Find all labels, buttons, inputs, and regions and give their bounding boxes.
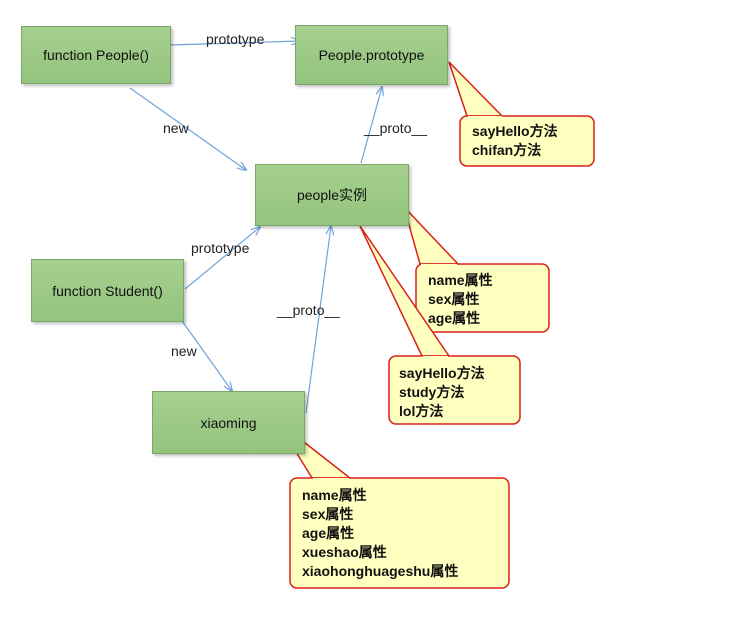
callout-instance-properties — [403, 206, 550, 333]
node-function-people: function People() — [21, 26, 171, 84]
arrow-xiaoming-proto — [305, 226, 331, 414]
callout-line: sex属性 — [428, 291, 480, 307]
arrow-people-prototype — [169, 41, 300, 46]
arrow-student-new — [179, 317, 232, 391]
label-new-top: new — [163, 120, 189, 136]
callout-text-prototype-methods: sayHello方法 chifan方法 — [472, 122, 558, 160]
node-people-prototype: People.prototype — [295, 25, 448, 85]
callout-line: age属性 — [428, 310, 481, 326]
callout-text-xiaoming-properties: name属性 sex属性 age属性 xueshao属性 xiaohonghua… — [302, 486, 458, 581]
callout-line: sayHello方法 — [399, 365, 485, 381]
node-xiaoming: xiaoming — [152, 391, 305, 454]
node-people-instance: people实例 — [255, 164, 409, 226]
callout-line: sex属性 — [302, 506, 354, 522]
callout-line: xiaohonghuageshu属性 — [302, 563, 459, 579]
callout-line: chifan方法 — [472, 142, 542, 158]
arrow-student-prototype — [184, 227, 260, 290]
callout-line: age属性 — [302, 525, 355, 541]
callout-line: name属性 — [428, 272, 493, 288]
callout-instance-methods — [359, 225, 521, 425]
label-proto-top: __proto__ — [364, 120, 428, 136]
callout-text-instance-properties: name属性 sex属性 age属性 — [428, 271, 493, 328]
node-function-student: function Student() — [31, 259, 184, 322]
callout-prototype-methods — [448, 61, 595, 167]
callout-line: lol方法 — [399, 403, 444, 419]
callout-line: sayHello方法 — [472, 123, 558, 139]
label-proto-mid: __proto__ — [277, 302, 341, 318]
label-new-bottom: new — [171, 343, 197, 359]
arrow-instance-proto — [360, 87, 382, 164]
callout-text-instance-methods: sayHello方法 study方法 lol方法 — [399, 364, 485, 421]
callout-line: name属性 — [302, 487, 367, 503]
label-prototype-mid: prototype — [191, 240, 250, 256]
callout-line: xueshao属性 — [302, 544, 387, 560]
callout-line: study方法 — [399, 384, 465, 400]
label-prototype-top: prototype — [206, 31, 265, 47]
arrow-people-new — [129, 87, 246, 170]
